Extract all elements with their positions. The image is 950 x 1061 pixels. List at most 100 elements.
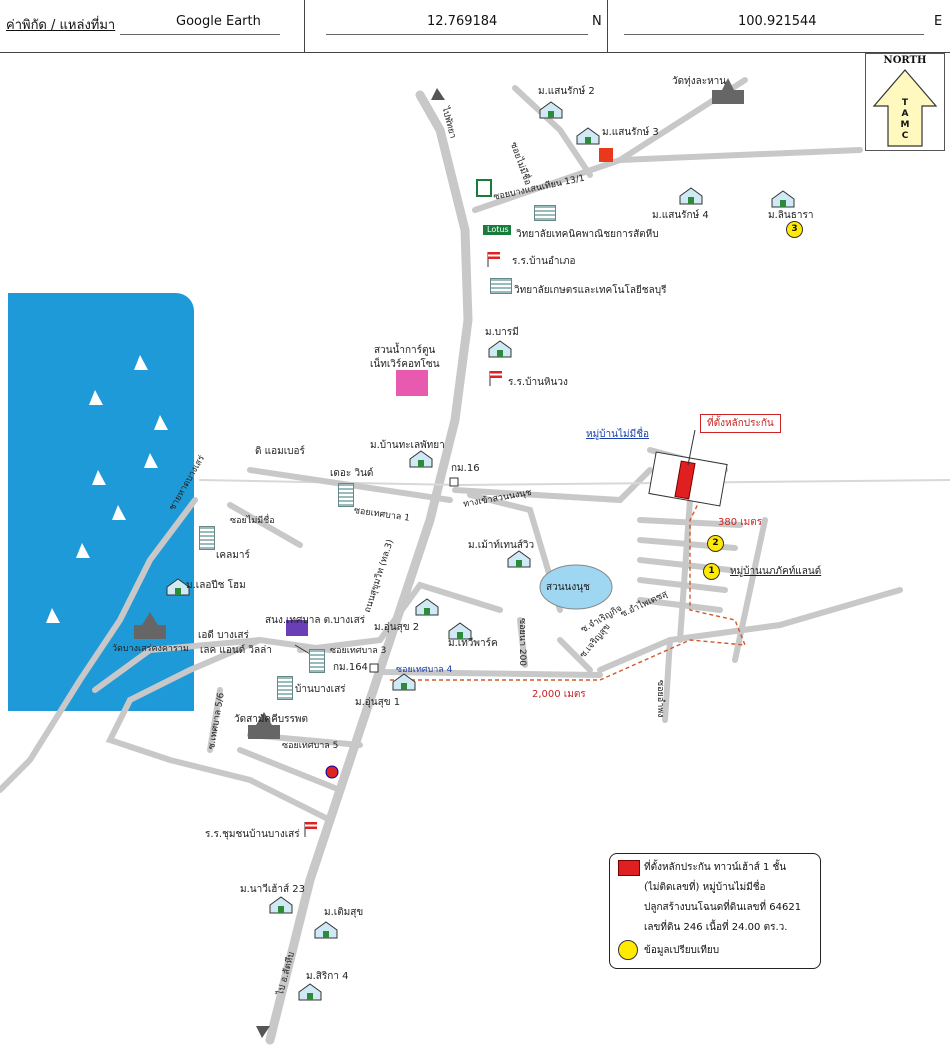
longitude-dir: E — [934, 14, 943, 29]
arrow-south-icon — [256, 1026, 270, 1038]
label-mountain-view: ม.เม้าท์เทนส์วิว — [468, 540, 535, 551]
house-icon — [415, 598, 439, 616]
school-flag-icon — [304, 822, 317, 837]
north-arrow-shape — [872, 69, 938, 147]
sailboats — [46, 355, 168, 623]
label-the-wind: เดอะ วินด์ — [330, 468, 374, 479]
label-theppaan3: ซอยเทศบาล 3 — [330, 646, 387, 656]
km164-marker-icon — [369, 663, 379, 673]
label-saenrak3: ม.แสนรักษ์ 3 — [602, 127, 659, 138]
house-icon — [507, 550, 531, 568]
label-ban-bangsaray: บ้านบางเสร่ — [295, 684, 346, 695]
road-theppaan56 — [207, 687, 223, 753]
legend-line-5: ข้อมูลเปรียบเทียบ — [644, 945, 720, 956]
school-flag-icon — [487, 252, 500, 267]
road-village-spine — [677, 497, 693, 643]
road-loop-south — [105, 637, 333, 823]
temple-icon — [134, 612, 166, 639]
sea-area — [8, 293, 194, 711]
temple-icon — [248, 712, 280, 739]
arrow-north-icon — [431, 88, 445, 100]
label-theppaan4: ซอยเทศบาล 4 — [396, 665, 453, 675]
label-km164: กม.164 — [333, 662, 368, 673]
legend-comparison-swatch — [618, 940, 638, 960]
label-termsuk: ม.เติมสุข — [324, 907, 364, 918]
longitude-value: 100.921544 — [738, 14, 817, 29]
comparison-marker-3: 3 — [786, 221, 803, 238]
road-theppaan4 — [377, 669, 603, 678]
label-suan-nongnuch: สวนนงนุช — [546, 582, 590, 593]
road-saenrak2 — [512, 85, 593, 178]
seven-eleven-icon — [476, 179, 492, 197]
label-tessaban: สนง.เทศบาล ต.บางเสร่ — [265, 615, 366, 626]
building-icon — [490, 278, 512, 294]
label-village-no-name: หมู่บ้านไม่มีชื่อ — [586, 429, 649, 440]
km16-marker-icon — [449, 477, 459, 487]
header-divider — [304, 0, 305, 52]
suan-nongnuch-pond — [539, 564, 613, 610]
latitude-dir: N — [592, 14, 602, 29]
label-soi-no-name-left: ซอยไม่มีชื่อ — [230, 516, 275, 526]
label-barami: ม.บารมี — [485, 327, 519, 338]
header-divider — [607, 0, 608, 52]
road-east-top — [617, 147, 863, 163]
house-icon — [269, 896, 293, 914]
house-icon — [409, 450, 433, 468]
north-arrow: NORTH T A M C — [865, 53, 945, 151]
legend-line-4: เลขที่ดิน 246 เนื้อที่ 24.00 ตร.ว. — [644, 922, 788, 933]
label-soi-ampong: ซอยอำพง — [655, 680, 665, 718]
comparison-marker-1: 1 — [703, 563, 720, 580]
label-theppaan5: ซอยเทศบาล 5 — [282, 741, 339, 751]
building-icon — [277, 676, 293, 700]
house-icon — [576, 127, 600, 145]
road-ampong — [662, 637, 673, 723]
house-icon — [539, 101, 563, 119]
label-saenrak2: ม.แสนรักษ์ 2 — [538, 86, 595, 97]
road-jarernkit — [557, 637, 593, 673]
letter-c: C — [901, 131, 909, 141]
house-icon — [392, 673, 416, 691]
map-legend: ที่ตั้งหลักประกัน ทาวน์เฮ้าส์ 1 ชั้น (ไม… — [609, 853, 821, 969]
comparison-marker-2: 2 — [707, 535, 724, 552]
waterpark-icon — [396, 370, 428, 396]
building-icon — [309, 649, 325, 673]
label-linthara: ม.ลินธารา — [768, 210, 814, 221]
legend-line-1: ที่ตั้งหลักประกัน ทาวน์เฮ้าส์ 1 ชั้น — [644, 862, 787, 873]
label-km16: กม.16 — [451, 463, 480, 474]
label-wat-bangsaray: วัดบางเสร่คงคาราม — [112, 644, 189, 654]
label-ac-bangsaray: เอดี บางเสร่ — [198, 630, 249, 641]
label-soi-200: ซอยนา 200 — [517, 618, 527, 667]
label-school-ampoe: ร.ร.บ้านอำเภอ — [512, 256, 576, 267]
temple-icon — [712, 78, 744, 104]
label-navil: ม.นาวีเฮ้าส์ 23 — [240, 884, 305, 895]
label-waterpark2: เน็ทเวิร์คอทโซน — [370, 359, 440, 370]
label-d-amber: ดิ แอมเบอร์ — [255, 446, 305, 457]
village-plots — [648, 451, 728, 507]
longitude-underline — [624, 34, 924, 35]
label-dist-380: 380 เมตร — [718, 517, 763, 528]
label-college1: วิทยาลัยเทคนิคพาณิชยการสัตหีบ — [516, 229, 659, 240]
house-icon — [298, 983, 322, 1001]
letter-m: M — [900, 120, 910, 130]
label-thewipark: ม.เทวีพาร์ค — [448, 638, 498, 649]
source-underline — [120, 34, 280, 35]
house-icon — [771, 190, 795, 208]
source-value: Google Earth — [176, 14, 261, 29]
latitude-underline — [326, 34, 588, 35]
building-icon — [338, 483, 354, 507]
label-waterpark1: สวนน้ำการ์ตูน — [374, 345, 436, 356]
label-collateral-site: ที่ตั้งหลักประกัน — [700, 414, 781, 433]
label-wat: วัดทุ่งละหาน — [672, 76, 727, 87]
label-sirika: ม.สิริกา 4 — [306, 971, 349, 982]
label-lotus: Lotus — [487, 225, 509, 234]
location-label: ค่าพิกัด / แหล่งที่มา — [6, 18, 116, 33]
house-icon — [488, 340, 512, 358]
letter-t: T — [901, 98, 909, 108]
label-dist-2000: 2,000 เมตร — [532, 689, 586, 700]
label-ac-villa: เลค แอนด์ วิลล่า — [200, 645, 272, 656]
road-suan-entry — [452, 467, 653, 504]
road-soi-200 — [517, 617, 528, 668]
building-icon — [199, 526, 215, 550]
label-thale-pattaya: ม.บ้านทะเลพัทยา — [370, 440, 445, 451]
